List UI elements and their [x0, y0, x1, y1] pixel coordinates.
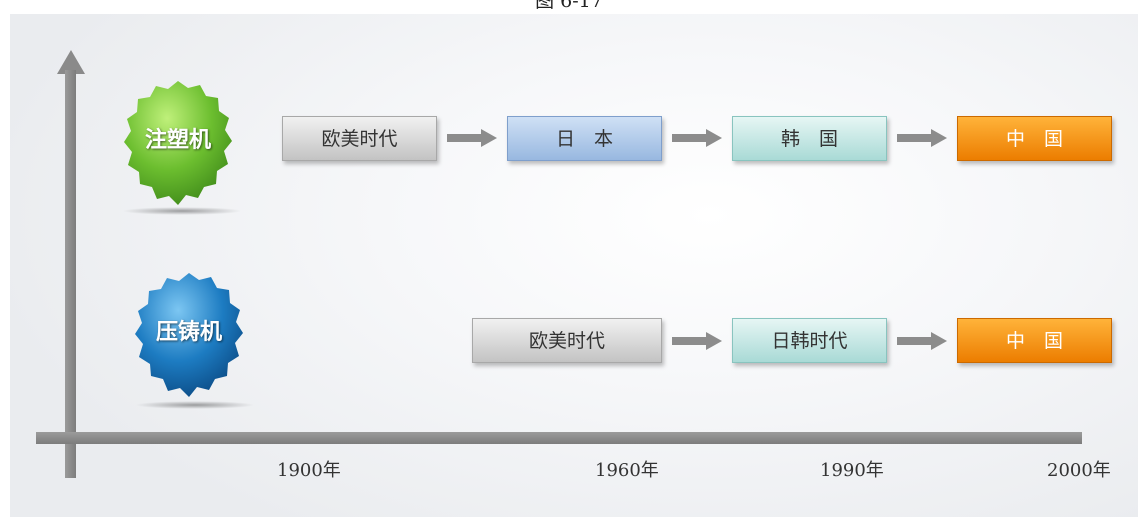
stage-box: 中 国 — [957, 116, 1112, 161]
right-arrow-icon — [897, 332, 947, 350]
stage-box: 欧美时代 — [472, 318, 662, 363]
figure-caption: 图 6-17 — [535, 0, 603, 11]
right-arrow-icon — [447, 129, 497, 147]
timeline-tick: 1900年 — [277, 460, 341, 481]
stage-box: 日 本 — [507, 116, 662, 161]
blob-shadow — [135, 401, 255, 409]
timeline-tick: 1990年 — [820, 460, 884, 481]
stage-box: 欧美时代 — [282, 116, 437, 161]
stage-box: 韩 国 — [732, 116, 887, 161]
right-arrow-icon — [672, 332, 722, 350]
right-arrow-icon — [897, 129, 947, 147]
stage-box: 中 国 — [957, 318, 1112, 363]
blob-shadow — [122, 207, 242, 215]
row-label-diecasting: 压铸机 — [155, 320, 222, 345]
vertical-axis — [65, 70, 76, 478]
blue-blob-icon — [135, 273, 243, 397]
green-blob-icon — [124, 81, 232, 205]
timeline-tick: 1960年 — [595, 460, 659, 481]
row-blob-diecasting: 压铸机 — [133, 272, 245, 398]
horizontal-axis — [36, 432, 1082, 444]
row-blob-injection: 注塑机 — [122, 80, 234, 206]
row-label-injection: 注塑机 — [144, 128, 211, 153]
timeline-tick: 2000年 — [1047, 460, 1111, 481]
stage-box: 日韩时代 — [732, 318, 887, 363]
right-arrow-icon — [672, 129, 722, 147]
